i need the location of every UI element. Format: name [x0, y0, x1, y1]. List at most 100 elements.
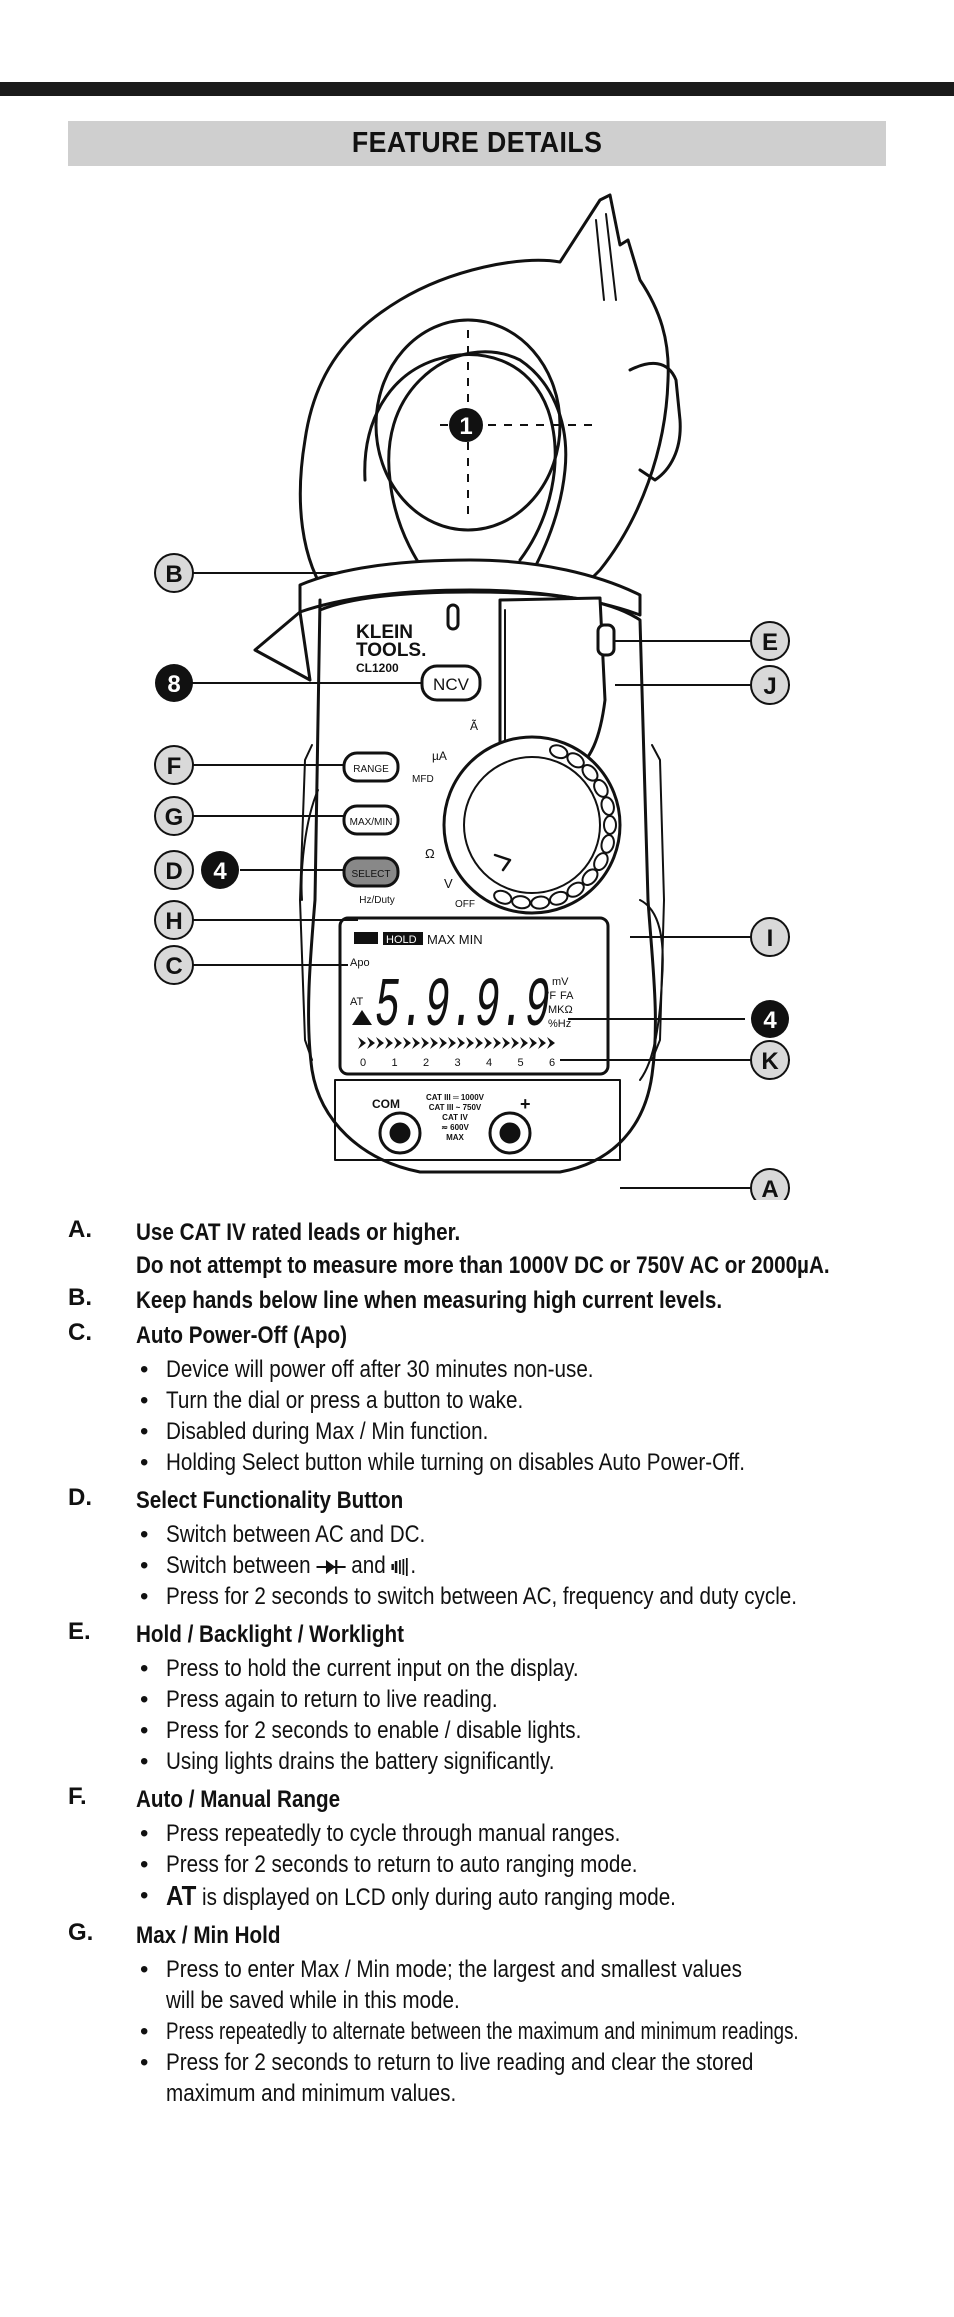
bargraph-scale-label: 4 — [486, 1057, 492, 1069]
svg-text:K: K — [761, 1048, 779, 1075]
svg-text:D: D — [165, 858, 182, 885]
select-button — [342, 856, 400, 888]
dial-grip-tooth — [581, 763, 599, 782]
select-label: SELECT — [352, 869, 391, 880]
dial-grip-tooth — [566, 752, 585, 769]
item-title-line: Auto Power-Off (Apo) — [136, 1322, 347, 1349]
svg-text:G: G — [165, 804, 184, 831]
svg-text:J: J — [763, 673, 776, 700]
lcd-maxmin: MAX MIN — [427, 932, 483, 947]
item-letter: C. — [68, 1319, 92, 1346]
hold-button-side — [596, 623, 616, 657]
bargraph-segment — [511, 1037, 519, 1049]
lcd-frame — [338, 916, 610, 1076]
bullet-item: Holding Select button while turning on d… — [136, 1447, 928, 1478]
bargraph-scale-label: 6 — [549, 1057, 555, 1069]
side-grip-right — [639, 899, 664, 1081]
svg-text:8: 8 — [167, 671, 180, 698]
item-title: Keep hands below line when measuring hig… — [136, 1284, 928, 1317]
item-title-line: Do not attempt to measure more than 1000… — [136, 1252, 830, 1279]
lcd-apo: Apo — [350, 957, 370, 969]
bargraph-scale-label: 3 — [455, 1057, 461, 1069]
item-title-line: Hold / Backlight / Worklight — [136, 1621, 404, 1648]
svg-text:E: E — [762, 629, 778, 656]
lcd-hold: HOLD — [386, 934, 417, 946]
svg-text:F: F — [167, 753, 182, 780]
bullet-list: Device will power off after 30 minutes n… — [136, 1354, 928, 1478]
bargraph-scale-label: 5 — [518, 1057, 524, 1069]
item-title-line: Use CAT IV rated leads or higher. — [136, 1219, 461, 1246]
select-sublabel: Hz/Duty — [359, 895, 395, 906]
rotary-dial — [442, 735, 622, 915]
item-title-line: Select Functionality Button — [136, 1487, 404, 1514]
bargraph-segment — [493, 1037, 501, 1049]
dial-grip-tooth — [600, 796, 615, 816]
bullet-item: Switch between AC and DC. — [136, 1519, 928, 1550]
item-g: G. Max / Min Hold Press to enter Max / M… — [68, 1919, 928, 2109]
item-title: Use CAT IV rated leads or higher. Do not… — [136, 1216, 928, 1282]
dial-label-volts: V — [444, 876, 453, 891]
bargraph-segment — [367, 1037, 375, 1049]
bargraph-segment — [538, 1037, 546, 1049]
item-title: Auto Power-Off (Apo) — [136, 1319, 928, 1352]
bargraph-segment — [394, 1037, 402, 1049]
bargraph-segment — [430, 1037, 438, 1049]
bullet-item: Disabled during Max / Min function. — [136, 1416, 928, 1447]
callout-4-display: 4 — [751, 1000, 789, 1038]
bargraph-scale-label: 1 — [392, 1057, 398, 1069]
item-letter: E. — [68, 1618, 91, 1645]
bargraph-segment — [457, 1037, 465, 1049]
rating-1: CAT III ═ 1000V — [426, 1093, 485, 1102]
continuity-sound-icon — [391, 1557, 408, 1576]
item-letter: B. — [68, 1284, 92, 1311]
bargraph-segment — [358, 1037, 366, 1049]
ncv-label: NCV — [433, 675, 470, 694]
item-letter: A. — [68, 1216, 92, 1243]
callout-a: A — [750, 1168, 790, 1200]
bargraph-segment — [466, 1037, 474, 1049]
trigger — [628, 361, 682, 482]
callout-k: K — [750, 1040, 790, 1080]
svg-text:4: 4 — [763, 1007, 777, 1034]
bargraph-segment — [547, 1037, 555, 1049]
brand-line1: KLEIN — [356, 622, 413, 643]
section-header: FEATURE DETAILS — [68, 121, 886, 166]
dial-grip-tooth — [581, 868, 599, 887]
com-label: COM — [372, 1097, 400, 1111]
item-title: Auto / Manual Range — [136, 1783, 928, 1816]
bullet-text: and — [351, 1552, 386, 1579]
terminal-panel — [334, 1079, 621, 1161]
callout-8: 8 — [155, 664, 193, 702]
bullet-text: Switch between — [166, 1552, 311, 1579]
dial-label-off: OFF — [455, 899, 475, 910]
bullet-item: Press again to return to live reading. — [136, 1684, 928, 1715]
bargraph-segment — [529, 1037, 537, 1049]
callout-h: H — [154, 900, 194, 940]
bullet-item: Press repeatedly to alternate between th… — [136, 2016, 928, 2047]
lcd-digits: 5.9.9.9 — [375, 968, 550, 1047]
item-title-line: Keep hands below line when measuring hig… — [136, 1287, 723, 1314]
svg-text:4: 4 — [213, 858, 227, 885]
button-group — [342, 664, 482, 888]
item-d: D. Select Functionality Button Switch be… — [68, 1484, 928, 1612]
callout-c: C — [154, 945, 194, 985]
jaw-inner — [363, 352, 557, 562]
dial-grip-tooth — [511, 895, 532, 910]
bargraph-segment — [502, 1037, 510, 1049]
bullet-list: Switch between AC and DC. Switch between… — [136, 1519, 928, 1612]
bullet-text: . — [410, 1552, 417, 1579]
item-b: B. Keep hands below line when measuring … — [68, 1284, 928, 1317]
at-symbol: AT — [166, 1880, 197, 1911]
bullet-text: is displayed on LCD only during auto ran… — [202, 1884, 676, 1911]
lcd-unit-ohm: MKΩ — [548, 1004, 573, 1016]
dial-grip-tooth — [603, 815, 617, 835]
callout-d: D — [154, 850, 194, 890]
item-letter: F. — [68, 1783, 87, 1810]
bullet-item: Press for 2 seconds to enable / disable … — [136, 1715, 928, 1746]
model-number: CL1200 — [356, 661, 399, 675]
plus-label: + — [520, 1094, 531, 1114]
dial-label-microamps: µA — [432, 749, 447, 763]
bargraph-segment — [439, 1037, 447, 1049]
bargraph-segment — [484, 1037, 492, 1049]
dial-label-amps: Ã — [470, 719, 478, 733]
